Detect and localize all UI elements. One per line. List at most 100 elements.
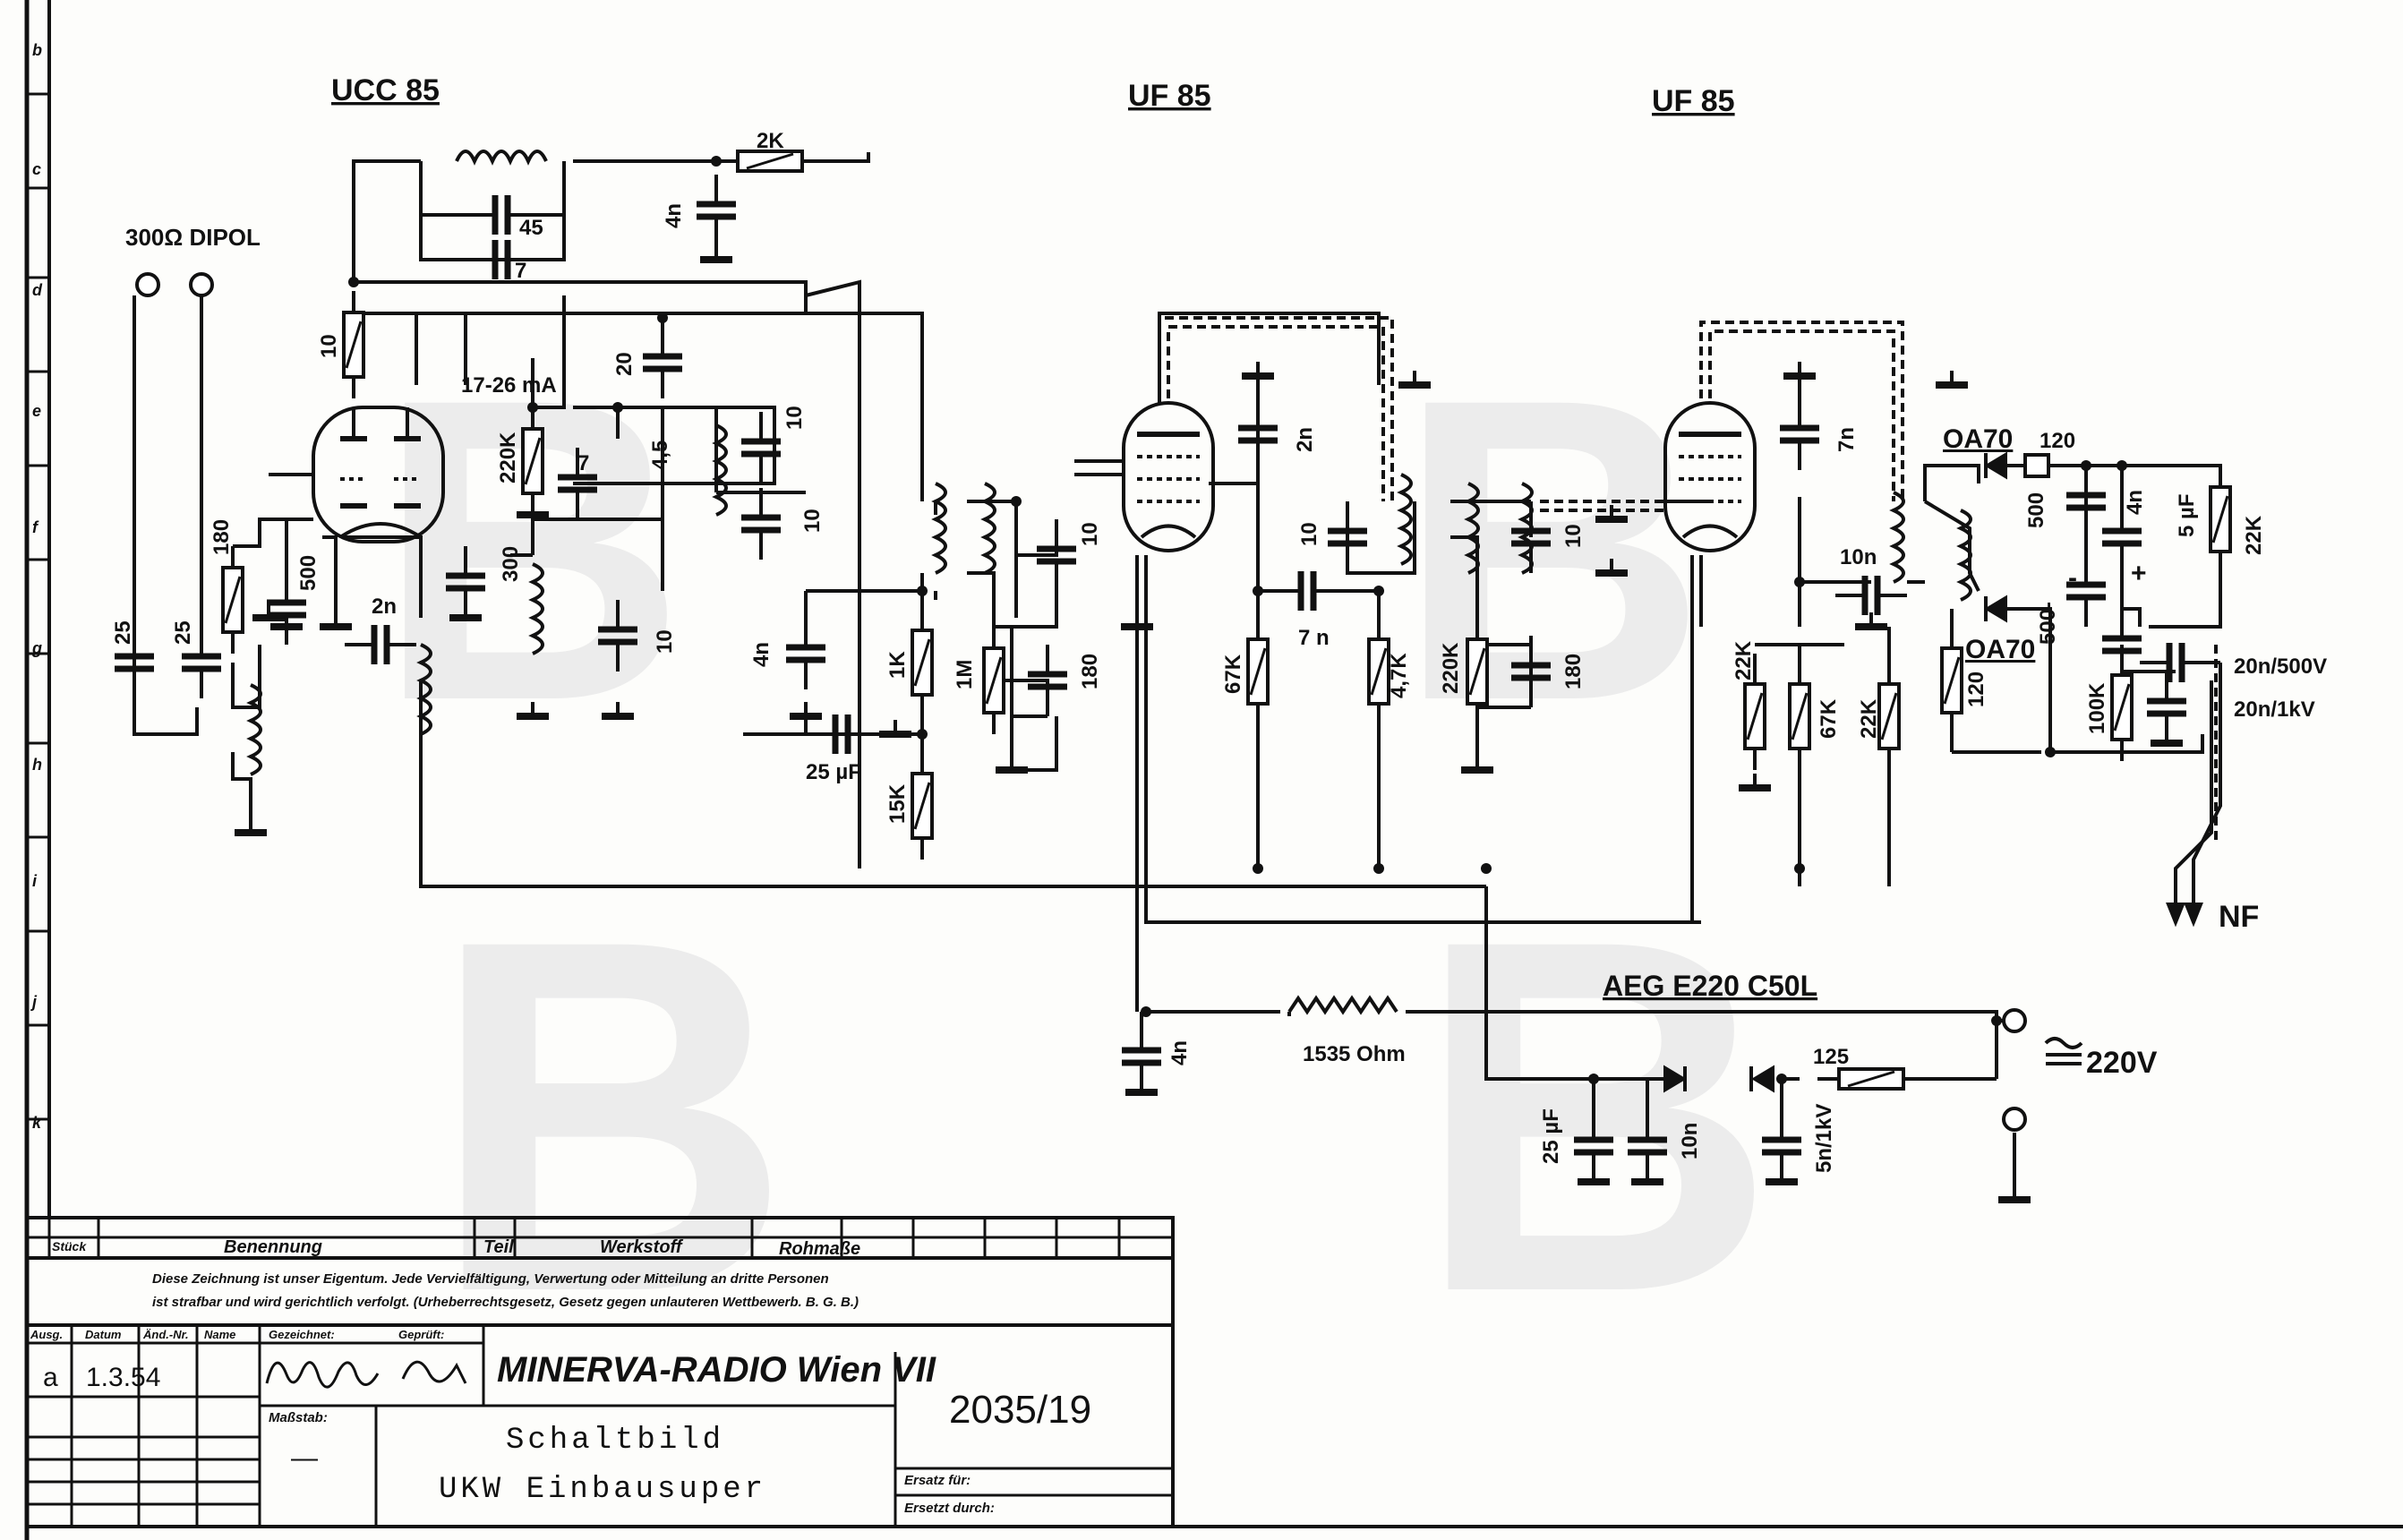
label-10n-bottom: 10n bbox=[1678, 1123, 1702, 1159]
label-500-det2: 500- bbox=[2036, 602, 2060, 645]
label-22k-b: 22K bbox=[1857, 698, 1881, 739]
drafter-signature bbox=[265, 1360, 467, 1389]
label-120-a: 120 bbox=[2040, 429, 2075, 453]
label-7n: 7 n bbox=[1298, 626, 1330, 650]
label-7-top: 7 bbox=[515, 259, 526, 283]
hdr-datum: Datum bbox=[85, 1328, 122, 1341]
border-letter: b bbox=[32, 41, 42, 59]
schematic-labels: UCC 85 UF 85 UF 85 300Ω DIPOL AEG E220 C… bbox=[111, 73, 2327, 1173]
label-45-mid: 4,5 bbox=[648, 441, 672, 470]
col-rohmasse: Rohmaße bbox=[779, 1239, 861, 1259]
tube-v1-ucc85 bbox=[269, 406, 445, 543]
label-oa70-2: OA70 bbox=[1965, 635, 2035, 664]
col-werkstoff: Werkstoff bbox=[600, 1237, 682, 1257]
label-22k-a: 22K bbox=[1732, 640, 1756, 680]
label-plus: + bbox=[2131, 559, 2147, 588]
label-20n-1kv: 20n/1kV bbox=[2234, 697, 2315, 722]
label-7n-v3: 7n bbox=[1834, 427, 1859, 452]
tube-v3-uf85 bbox=[1663, 401, 1757, 552]
tube-label-ucc85: UCC 85 bbox=[331, 73, 440, 107]
nf-label: NF bbox=[2219, 900, 2259, 934]
label-220k-v3: 220K bbox=[1439, 642, 1463, 694]
ac-symbol-icon bbox=[2044, 1037, 2083, 1065]
drawing-number: 2035/19 bbox=[949, 1388, 1092, 1432]
mains-label: 220V bbox=[2086, 1046, 2158, 1080]
tube-label-uf85-2: UF 85 bbox=[1652, 84, 1735, 118]
label-120-b: 120 bbox=[1964, 672, 1988, 707]
label-10n-v3: 10n bbox=[1840, 545, 1877, 569]
label-minus: - bbox=[2068, 563, 2077, 593]
col-teil: Teil bbox=[483, 1237, 514, 1257]
revision-date: 1.3.54 bbox=[86, 1363, 161, 1392]
ersetzt-durch: Ersetzt durch: bbox=[904, 1501, 995, 1516]
label-10-v1: 10 bbox=[317, 334, 341, 358]
label-2n-v2: 2n bbox=[1293, 427, 1317, 452]
hdr-gezeichnet: Gezeichnet: bbox=[269, 1328, 335, 1341]
svg-text:B: B bbox=[1397, 309, 1707, 790]
col-benennung: Benennung bbox=[224, 1237, 322, 1257]
ersatz-fuer: Ersatz für: bbox=[904, 1473, 971, 1488]
label-22k-det: 22K bbox=[2242, 515, 2266, 555]
label-1535-ohm: 1535 Ohm bbox=[1303, 1042, 1406, 1066]
label-500: 500 bbox=[296, 555, 321, 591]
tube-label-uf85-1: UF 85 bbox=[1128, 79, 1211, 113]
label-180-b: 180 bbox=[1561, 654, 1586, 689]
label-20: 20 bbox=[612, 352, 637, 376]
label-180-a: 180 bbox=[1078, 654, 1102, 689]
massstab-value: — bbox=[291, 1443, 318, 1473]
label-25uf-bottom: 25 µF bbox=[1539, 1108, 1563, 1164]
border-letter: j bbox=[30, 993, 38, 1011]
hdr-name: Name bbox=[204, 1328, 236, 1341]
label-10-if3: 10 bbox=[1561, 524, 1586, 548]
tube-v2-uf85 bbox=[1074, 401, 1215, 552]
antenna-label: 300Ω DIPOL bbox=[125, 224, 261, 251]
label-20n-500v: 20n/500V bbox=[2234, 654, 2327, 679]
label-220k-v1: 220K bbox=[496, 432, 520, 483]
label-25uf-mid: 25 µF bbox=[806, 760, 861, 784]
hdr-massstab: Maßstab: bbox=[269, 1410, 328, 1425]
hdr-aenderung: Änd.-Nr. bbox=[143, 1328, 189, 1341]
label-125: 125 bbox=[1813, 1045, 1849, 1069]
border-letter: h bbox=[32, 756, 42, 774]
wiring bbox=[133, 152, 2222, 1195]
border-letter: c bbox=[32, 160, 41, 178]
label-7-mid: 7 bbox=[577, 451, 589, 475]
shielded-leads bbox=[1158, 316, 2218, 842]
ownership-notice-1: Diese Zeichnung ist unser Eigentum. Jede… bbox=[152, 1271, 829, 1287]
col-stueck: Stück bbox=[52, 1239, 87, 1253]
label-25-a: 25 bbox=[111, 620, 135, 645]
label-45-top: 45 bbox=[519, 216, 543, 240]
border-letter: g bbox=[31, 639, 42, 657]
label-100k: 100K bbox=[2085, 682, 2109, 734]
title-block-grid bbox=[25, 1216, 1175, 1528]
company-name: MINERVA-RADIO Wien VII bbox=[497, 1350, 936, 1390]
label-2n: 2n bbox=[372, 595, 397, 619]
label-10-if1: 10 bbox=[1078, 522, 1102, 546]
label-15k: 15K bbox=[885, 783, 910, 824]
border-letter: k bbox=[32, 1114, 42, 1132]
hdr-ausgabe: Ausg. bbox=[30, 1328, 64, 1341]
label-1k: 1K bbox=[885, 651, 910, 679]
label-67k-b: 67K bbox=[1817, 698, 1841, 739]
label-500-det: 500 bbox=[2024, 492, 2048, 528]
label-10-low: 10 bbox=[653, 629, 677, 654]
label-2k: 2K bbox=[757, 129, 784, 153]
label-5n-1kv: 5n/1kV bbox=[1812, 1104, 1836, 1173]
label-4n-bottom: 4n bbox=[1167, 1040, 1192, 1065]
drawing-title-2: UKW Einbausuper bbox=[439, 1473, 767, 1507]
label-10-if2: 10 bbox=[1297, 522, 1321, 546]
label-300: 300 bbox=[499, 546, 523, 582]
label-180: 180 bbox=[210, 519, 234, 555]
revision-letter: a bbox=[43, 1363, 58, 1392]
ownership-notice-2: ist strafbar und wird gerichtlich verfol… bbox=[152, 1295, 859, 1310]
label-4n-top: 4n bbox=[662, 203, 686, 228]
border-letter: f bbox=[32, 518, 39, 536]
drawing-title-1: Schaltbild bbox=[506, 1424, 725, 1458]
border-letter: i bbox=[32, 872, 38, 890]
components bbox=[115, 150, 2232, 1200]
label-4n-mid: 4n bbox=[749, 642, 774, 667]
label-1m: 1M bbox=[953, 660, 977, 689]
label-25-b: 25 bbox=[171, 620, 195, 645]
rectifier-label: AEG E220 C50L bbox=[1603, 970, 1817, 1002]
